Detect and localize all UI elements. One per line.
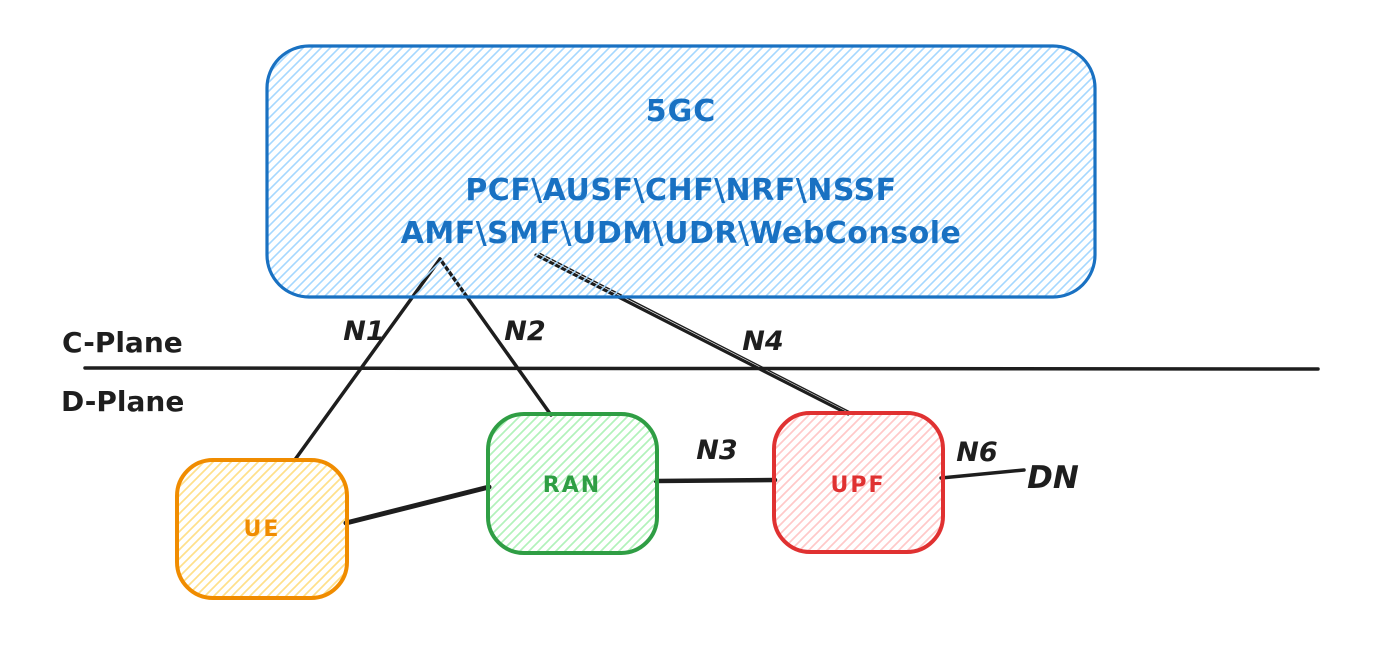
ue-ran-link-line	[343, 484, 492, 526]
core-network-rect	[265, 44, 1097, 299]
upf-label: UPF	[830, 473, 885, 498]
n6-link-line	[939, 468, 1026, 480]
ue-label: UE	[244, 517, 281, 542]
n3-label: N3	[696, 435, 737, 466]
core-nf-list-line2: AMF\SMF\UDM\UDR\WebConsole	[401, 216, 962, 251]
core-network-box: 5GC PCF\AUSF\CHF\NRF\NSSF AMF\SMF\UDM\UD…	[265, 44, 1097, 299]
ran-rect	[486, 412, 659, 555]
n4-label: N4	[742, 326, 783, 357]
n1-label: N1	[343, 316, 384, 347]
n2-label: N2	[504, 316, 545, 347]
ue-rect	[175, 458, 349, 600]
core-network-title: 5GC	[646, 94, 717, 129]
c-plane-label: C-Plane	[62, 326, 183, 359]
core-nf-list-line1: PCF\AUSF\CHF\NRF\NSSF	[465, 173, 896, 208]
ran-node: RAN	[486, 412, 659, 555]
n3-link-line	[653, 477, 778, 484]
ue-node: UE	[175, 458, 349, 600]
dn-label: DN	[1027, 460, 1079, 496]
upf-node: UPF	[772, 411, 945, 554]
plane-divider-line	[83, 366, 1320, 371]
d-plane-label: D-Plane	[61, 385, 184, 418]
ran-label: RAN	[543, 473, 601, 498]
n6-label: N6	[956, 437, 997, 468]
upf-rect	[772, 411, 945, 554]
